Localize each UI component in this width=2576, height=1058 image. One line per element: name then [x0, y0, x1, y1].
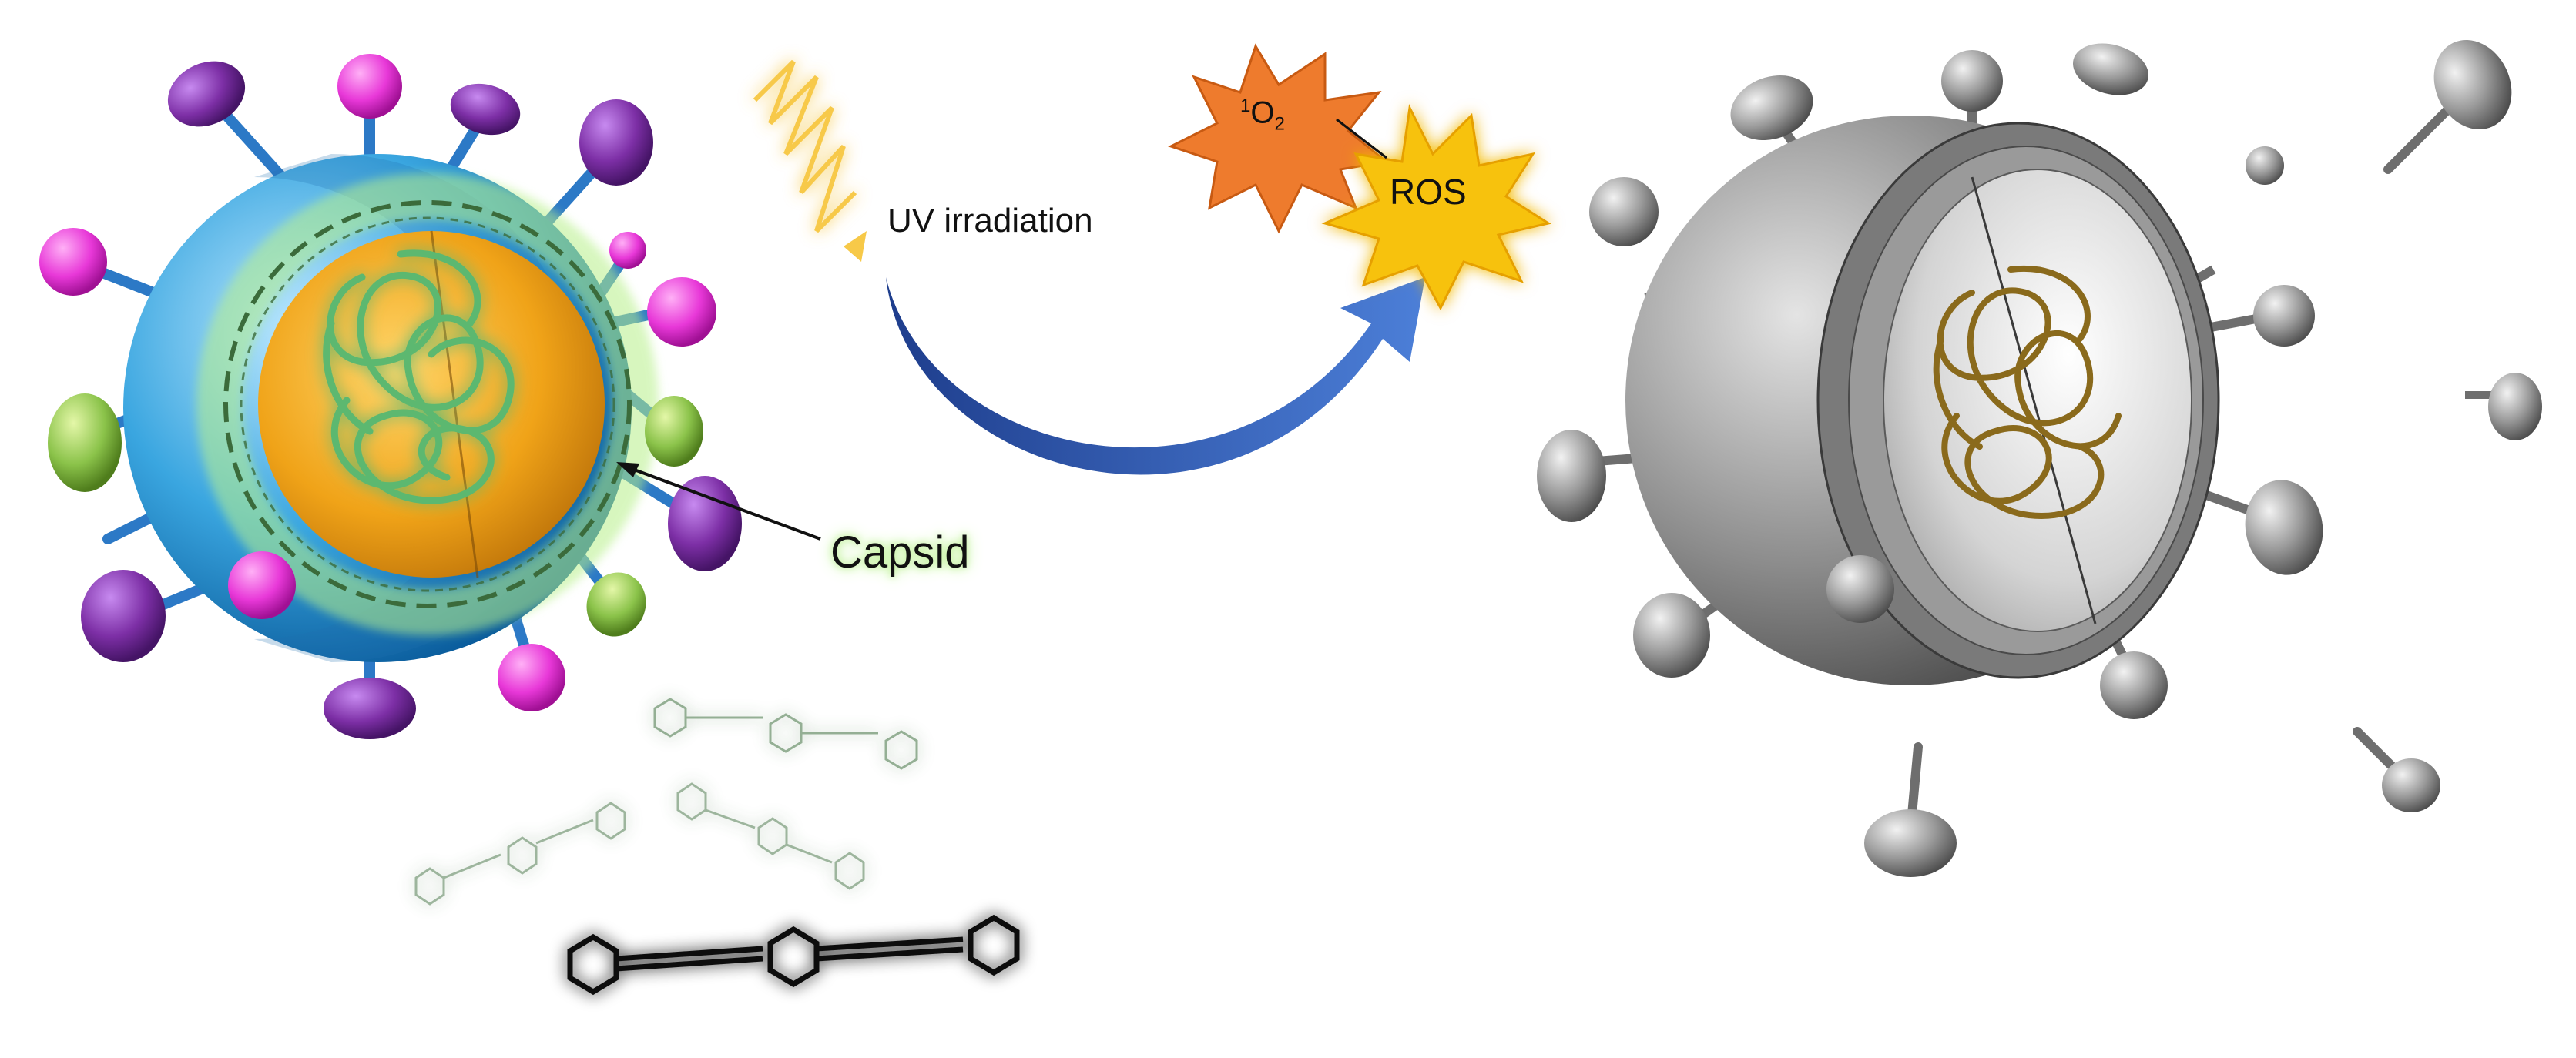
active-spike-heads: [39, 54, 742, 739]
singlet-oxygen-label: 1O2: [1240, 95, 1285, 135]
molecule-faint-3: [676, 782, 865, 890]
active-rna-strand: [323, 249, 515, 504]
released-molecules: [414, 698, 1020, 996]
inactive-rna-strand: [1933, 265, 2122, 519]
capsid-pointer-line: [623, 464, 821, 541]
inactivated-virus: [1537, 39, 2542, 877]
capsid-glow: [196, 173, 659, 635]
capsid-ring: [223, 200, 632, 608]
uv-irradiation-label: UV irradiation: [887, 202, 1093, 239]
singlet-oxygen-sub: 2: [1274, 113, 1285, 135]
uv-arrowhead: [844, 231, 867, 262]
singlet-oxygen-sup: 1: [1240, 95, 1251, 116]
molecule-faint-1: [653, 698, 918, 770]
ros-burst: [1321, 104, 1551, 311]
capsid-label: Capsid: [830, 527, 970, 578]
molecule-faint-2: [414, 802, 626, 906]
uv-wave: [753, 59, 867, 262]
active-virus: [39, 54, 821, 739]
molecule-bold: [567, 914, 1020, 996]
process-arrow: [886, 277, 1425, 475]
capsid-pointer-arrowhead: [616, 462, 639, 477]
singlet-oxygen-burst: [1168, 43, 1390, 234]
inactive-inner-core: [1883, 169, 2192, 632]
inactive-spike-heads: [1537, 39, 2542, 877]
singlet-oxygen-base: O: [1250, 95, 1275, 130]
ros-label: ROS: [1390, 172, 1467, 212]
